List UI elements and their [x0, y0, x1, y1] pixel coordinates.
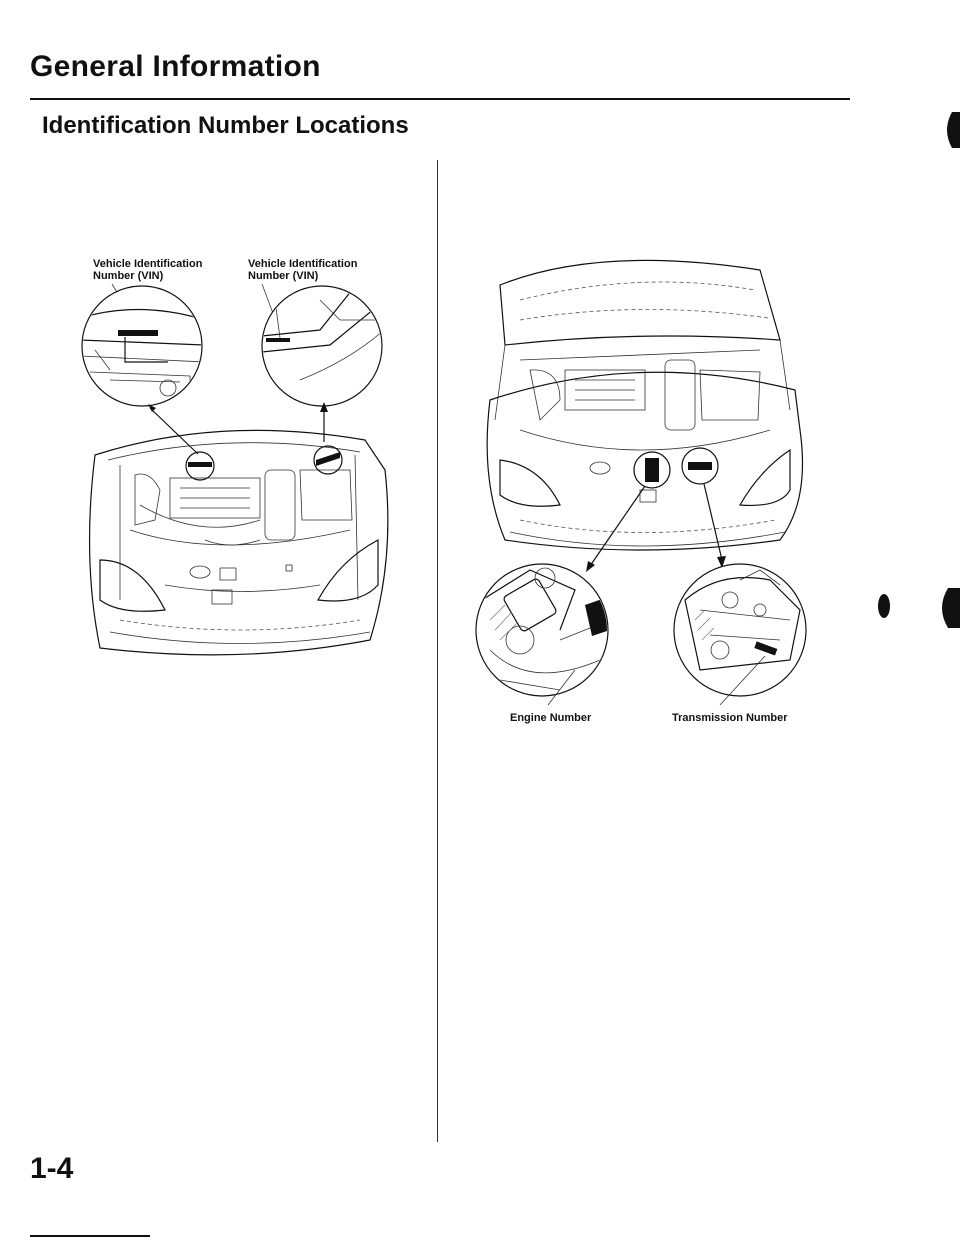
vin-detail-circle-right	[261, 285, 383, 407]
section-title: Identification Number Locations	[42, 112, 409, 139]
page-title: General Information	[30, 50, 321, 83]
title-rule	[30, 98, 850, 100]
transmission-number-label: Transmission Number	[672, 712, 788, 724]
vin-location-illustration	[81, 283, 389, 656]
vin-detail-circle-left	[81, 285, 203, 407]
footer-rule	[30, 1235, 150, 1237]
transmission-number-detail-circle	[673, 563, 807, 706]
engine-number-detail-circle	[475, 563, 609, 706]
engine-transmission-location-illustration	[475, 112, 960, 706]
vin-label-right: Vehicle Identification Number (VIN)	[248, 258, 358, 282]
page-number: 1-4	[30, 1152, 74, 1185]
engine-number-label: Engine Number	[510, 712, 592, 724]
car-front-left	[88, 429, 389, 656]
vin-label-left: Vehicle Identification Number (VIN)	[93, 258, 203, 282]
column-divider	[437, 160, 438, 1142]
car-front-right	[486, 259, 804, 551]
